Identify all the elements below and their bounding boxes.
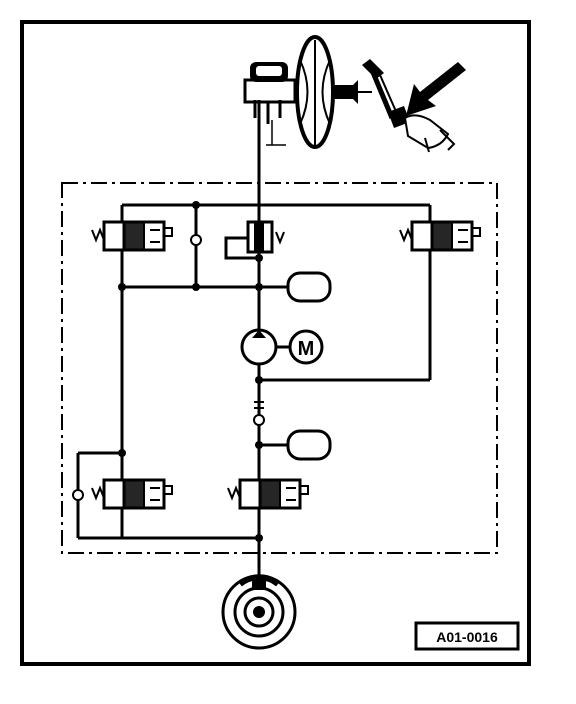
accumulator-lower xyxy=(286,429,332,461)
valve-top-left xyxy=(90,220,174,252)
brake-pedal xyxy=(362,59,456,153)
valve-bottom-center xyxy=(226,478,310,510)
valve-top-right xyxy=(398,220,482,252)
hydraulic-unit-boundary xyxy=(61,182,498,554)
master-cylinder-booster xyxy=(243,35,372,149)
pedal-force-arrow xyxy=(406,62,466,116)
figure-id-text: A01-0016 xyxy=(436,629,498,645)
wheel-brake xyxy=(221,574,297,650)
pump-motor: M xyxy=(288,329,324,365)
valve-bottom-left xyxy=(90,478,174,510)
outer-frame xyxy=(20,20,531,666)
junction-dots xyxy=(118,201,263,542)
check-valves xyxy=(72,234,265,501)
return-pump xyxy=(240,328,278,366)
motor-symbol: M xyxy=(298,338,315,360)
accumulator-upper xyxy=(286,271,332,303)
figure-id-label: A01-0016 xyxy=(414,621,520,651)
valve-top-center xyxy=(246,220,285,254)
